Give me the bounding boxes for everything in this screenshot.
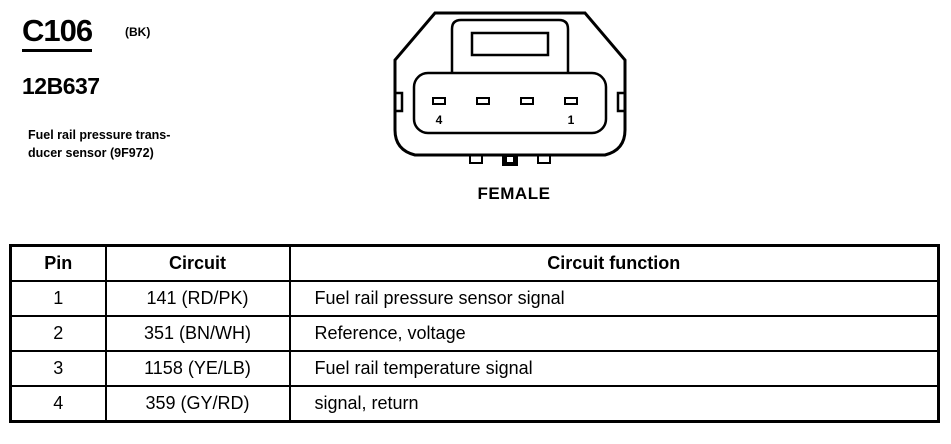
connector-left-notch [395,91,404,113]
pin-cell: 3 [9,350,107,387]
bottom-key-right [537,154,551,164]
pin-cell: 1 [9,280,107,317]
pin-circuit-table: Pin Circuit Circuit function 1 141 (RD/P… [9,244,940,423]
circuit-cell: 351 (BN/WH) [104,315,291,352]
connector-description: Fuel rail pressure trans- ducer sensor (… [28,126,228,162]
header-pin: Pin [9,244,107,282]
terminal-4 [432,97,446,105]
bottom-key-left [469,154,483,164]
connector-right-notch [616,91,625,113]
pin-label-left: 4 [436,113,443,127]
table-row: 3 1158 (YE/LB) Fuel rail temperature sig… [9,350,940,387]
terminal-1 [564,97,578,105]
terminal-2 [520,97,534,105]
connector-gender-label: FEMALE [477,184,551,203]
bottom-key-center-inner [507,157,513,162]
description-line-1: Fuel rail pressure trans- [28,128,171,142]
connector-color-code: (BK) [125,25,151,39]
pin-cavity [412,71,608,135]
connector-housing-outline [393,11,627,157]
function-cell: signal, return [288,385,940,423]
pin-cell: 2 [9,315,107,352]
connector-id-text: C106 [22,13,93,48]
pin-label-right: 1 [568,113,575,127]
function-cell: Fuel rail pressure sensor signal [288,280,940,317]
table-row: 1 141 (RD/PK) Fuel rail pressure sensor … [9,280,940,317]
header-circuit: Circuit [104,244,291,282]
table-header-row: Pin Circuit Circuit function [9,244,940,282]
terminal-3 [476,97,490,105]
circuit-cell: 359 (GY/RD) [104,385,291,423]
table-row: 4 359 (GY/RD) signal, return [9,385,940,423]
connector-id: C106 [22,13,93,52]
locking-tab [450,18,570,73]
pin-cell: 4 [9,385,107,423]
table-row: 2 351 (BN/WH) Reference, voltage [9,315,940,352]
description-line-2: ducer sensor (9F972) [28,146,154,160]
function-cell: Reference, voltage [288,315,940,352]
circuit-cell: 141 (RD/PK) [104,280,291,317]
function-cell: Fuel rail temperature signal [288,350,940,387]
part-number: 12B637 [22,73,100,99]
locking-tab-inner [470,31,550,57]
header-circuit-function: Circuit function [288,244,940,282]
connector-id-underline [22,49,93,52]
connector-face-diagram: 4 1 [393,11,627,166]
circuit-cell: 1158 (YE/LB) [104,350,291,387]
